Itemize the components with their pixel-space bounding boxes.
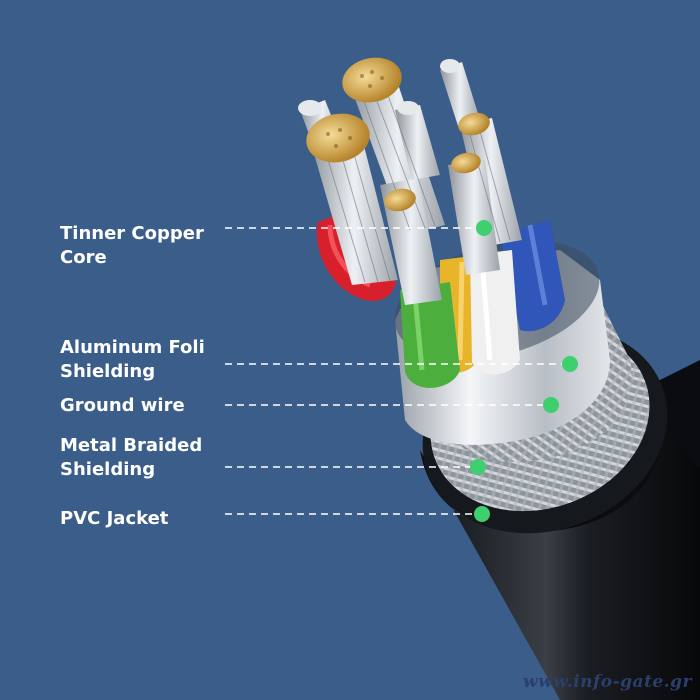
label-ground-wire: Ground wire (60, 395, 185, 416)
leader-ground-wire (225, 397, 559, 413)
leader-copper-core (225, 220, 492, 236)
watermark: www.info-gate.gr (523, 672, 692, 692)
label-foil-shielding: Aluminum Foli Shielding (60, 337, 205, 382)
wire-green (400, 282, 460, 388)
marker-pvc-jacket (474, 506, 490, 522)
copper-core-ends (298, 57, 490, 212)
marker-ground-wire (543, 397, 559, 413)
leader-foil-shielding (225, 356, 578, 372)
label-braided-shielding: Metal Braided Shielding (60, 435, 203, 480)
marker-copper-core (476, 220, 492, 236)
wire-white (470, 250, 520, 375)
leader-pvc-jacket (225, 506, 490, 522)
leader-braided-shielding (225, 459, 486, 475)
label-copper-core: Tinner Copper Core (60, 223, 204, 268)
wire-blue (500, 220, 565, 332)
marker-braided-shielding (470, 459, 486, 475)
label-pvc-jacket: PVC Jacket (60, 508, 169, 529)
marker-foil-shielding (562, 356, 578, 372)
